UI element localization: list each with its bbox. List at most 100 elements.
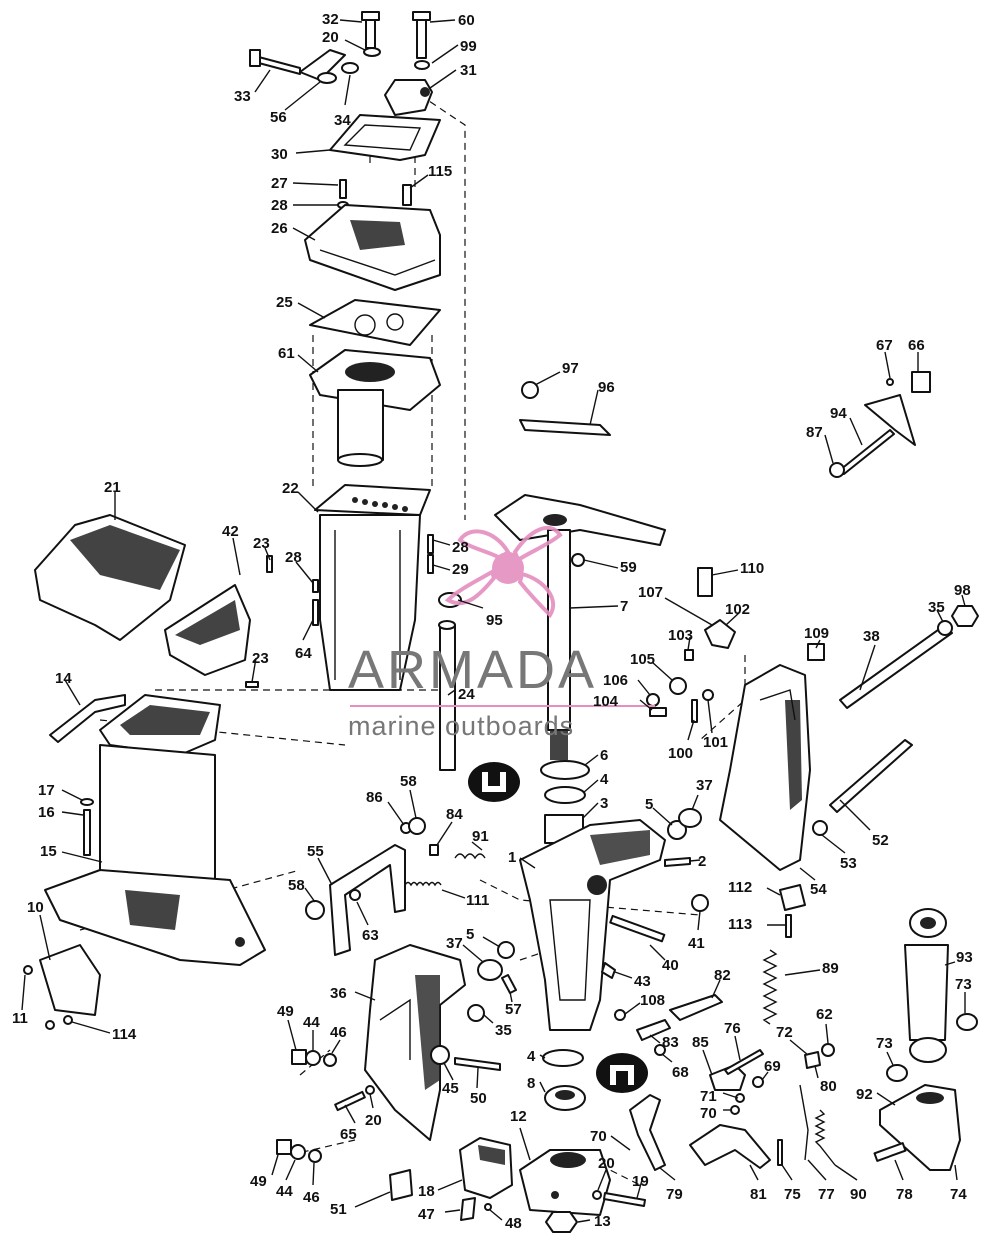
bolt-16 [83, 809, 91, 856]
label-46: 46 [303, 1189, 320, 1206]
clip-80 [804, 1051, 821, 1069]
pin-78 [873, 1142, 907, 1162]
screw-48 [484, 1203, 492, 1211]
nut-98 [951, 605, 979, 627]
watermark: ARMADA marine outboards [348, 525, 655, 741]
label-80: 80 [820, 1078, 837, 1095]
label-15: 15 [40, 843, 57, 860]
ring-105 [669, 677, 687, 695]
lever-55 [329, 844, 406, 956]
label-68: 68 [672, 1064, 689, 1081]
label-6: 6 [600, 747, 608, 764]
watermark-brand: ARMADA [348, 640, 597, 700]
rod-52 [829, 739, 913, 813]
label-90: 90 [850, 1186, 867, 1203]
gasket-30 [329, 114, 441, 161]
label-37: 37 [696, 777, 713, 794]
clip-57 [501, 974, 517, 994]
bushing-4a [544, 786, 586, 804]
screw-29 [427, 554, 434, 574]
label-29: 29 [452, 561, 469, 578]
label-78: 78 [896, 1186, 913, 1203]
label-4: 4 [600, 771, 609, 788]
label-38: 38 [863, 628, 880, 645]
top-bracket-group [249, 11, 433, 116]
label-10: 10 [27, 899, 44, 916]
propeller-logo [444, 525, 563, 619]
label-42: 42 [222, 523, 239, 540]
label-93: 93 [956, 949, 973, 966]
label-19: 19 [632, 1173, 649, 1190]
label-18: 18 [418, 1183, 435, 1200]
spring-90 [814, 1109, 836, 1166]
driveshaft-housing-15 [44, 694, 266, 966]
block-112 [779, 884, 806, 911]
label-99: 99 [460, 38, 477, 55]
spring-89 [762, 949, 778, 1025]
label-59: 59 [620, 559, 637, 576]
washer-6 [540, 760, 590, 780]
label-76: 76 [724, 1020, 741, 1037]
label-95: 95 [486, 612, 503, 629]
label-35: 35 [928, 599, 945, 616]
label-2: 2 [698, 853, 706, 870]
pin-68 [654, 1044, 666, 1056]
profile-badge-lower [596, 1053, 648, 1093]
bushing-41 [691, 894, 709, 912]
washer-37b [477, 959, 503, 981]
label-82: 82 [714, 967, 731, 984]
stern-bracket-54 [719, 664, 811, 871]
screw-23b [245, 681, 259, 688]
label-111: 111 [466, 892, 489, 909]
label-17: 17 [38, 782, 55, 799]
stern-bracket-36 [364, 944, 466, 1141]
bushing-73b [886, 1064, 908, 1082]
block-66 [911, 371, 931, 393]
link-79 [629, 1094, 666, 1171]
label-1: 1 [508, 849, 516, 866]
nut-59 [571, 553, 585, 567]
label-40: 40 [662, 957, 679, 974]
rod-40 [609, 914, 666, 943]
label-98: 98 [954, 582, 971, 599]
label-25: 25 [276, 294, 293, 311]
label-85: 85 [692, 1034, 709, 1051]
washer-35a [937, 620, 953, 636]
label-100: 100 [668, 745, 693, 762]
clip-43 [601, 962, 616, 979]
label-20: 20 [598, 1155, 615, 1172]
label-104: 104 [593, 693, 619, 710]
pin-84 [429, 844, 439, 856]
dowel-115 [402, 184, 412, 206]
label-53: 53 [840, 855, 857, 872]
label-13: 13 [594, 1213, 611, 1230]
label-51: 51 [330, 1201, 347, 1218]
label-56: 56 [270, 109, 287, 126]
washer-70a [730, 1105, 740, 1115]
screw-97 [521, 381, 539, 399]
label-89: 89 [822, 960, 839, 977]
label-60: 60 [458, 12, 475, 29]
label-4: 4 [527, 1048, 536, 1065]
lever-82 [669, 994, 723, 1021]
label-73: 73 [876, 1035, 893, 1052]
label-26: 26 [271, 220, 288, 237]
label-23: 23 [252, 650, 269, 667]
label-66: 66 [908, 337, 925, 354]
pin-103 [684, 649, 694, 661]
label-92: 92 [856, 1086, 873, 1103]
label-41: 41 [688, 935, 705, 952]
label-101: 101 [703, 734, 728, 751]
label-20: 20 [365, 1112, 382, 1129]
bushing-58a [408, 817, 426, 835]
plate-51 [389, 1169, 413, 1201]
washer-46b [308, 1149, 322, 1163]
leader-lines [21, 19, 966, 1223]
label-8: 8 [527, 1075, 535, 1092]
label-16: 16 [38, 804, 55, 821]
valve-102 [704, 619, 736, 649]
label-65: 65 [340, 1126, 357, 1143]
spring-77 [799, 1084, 809, 1161]
label-107: 107 [638, 584, 663, 601]
